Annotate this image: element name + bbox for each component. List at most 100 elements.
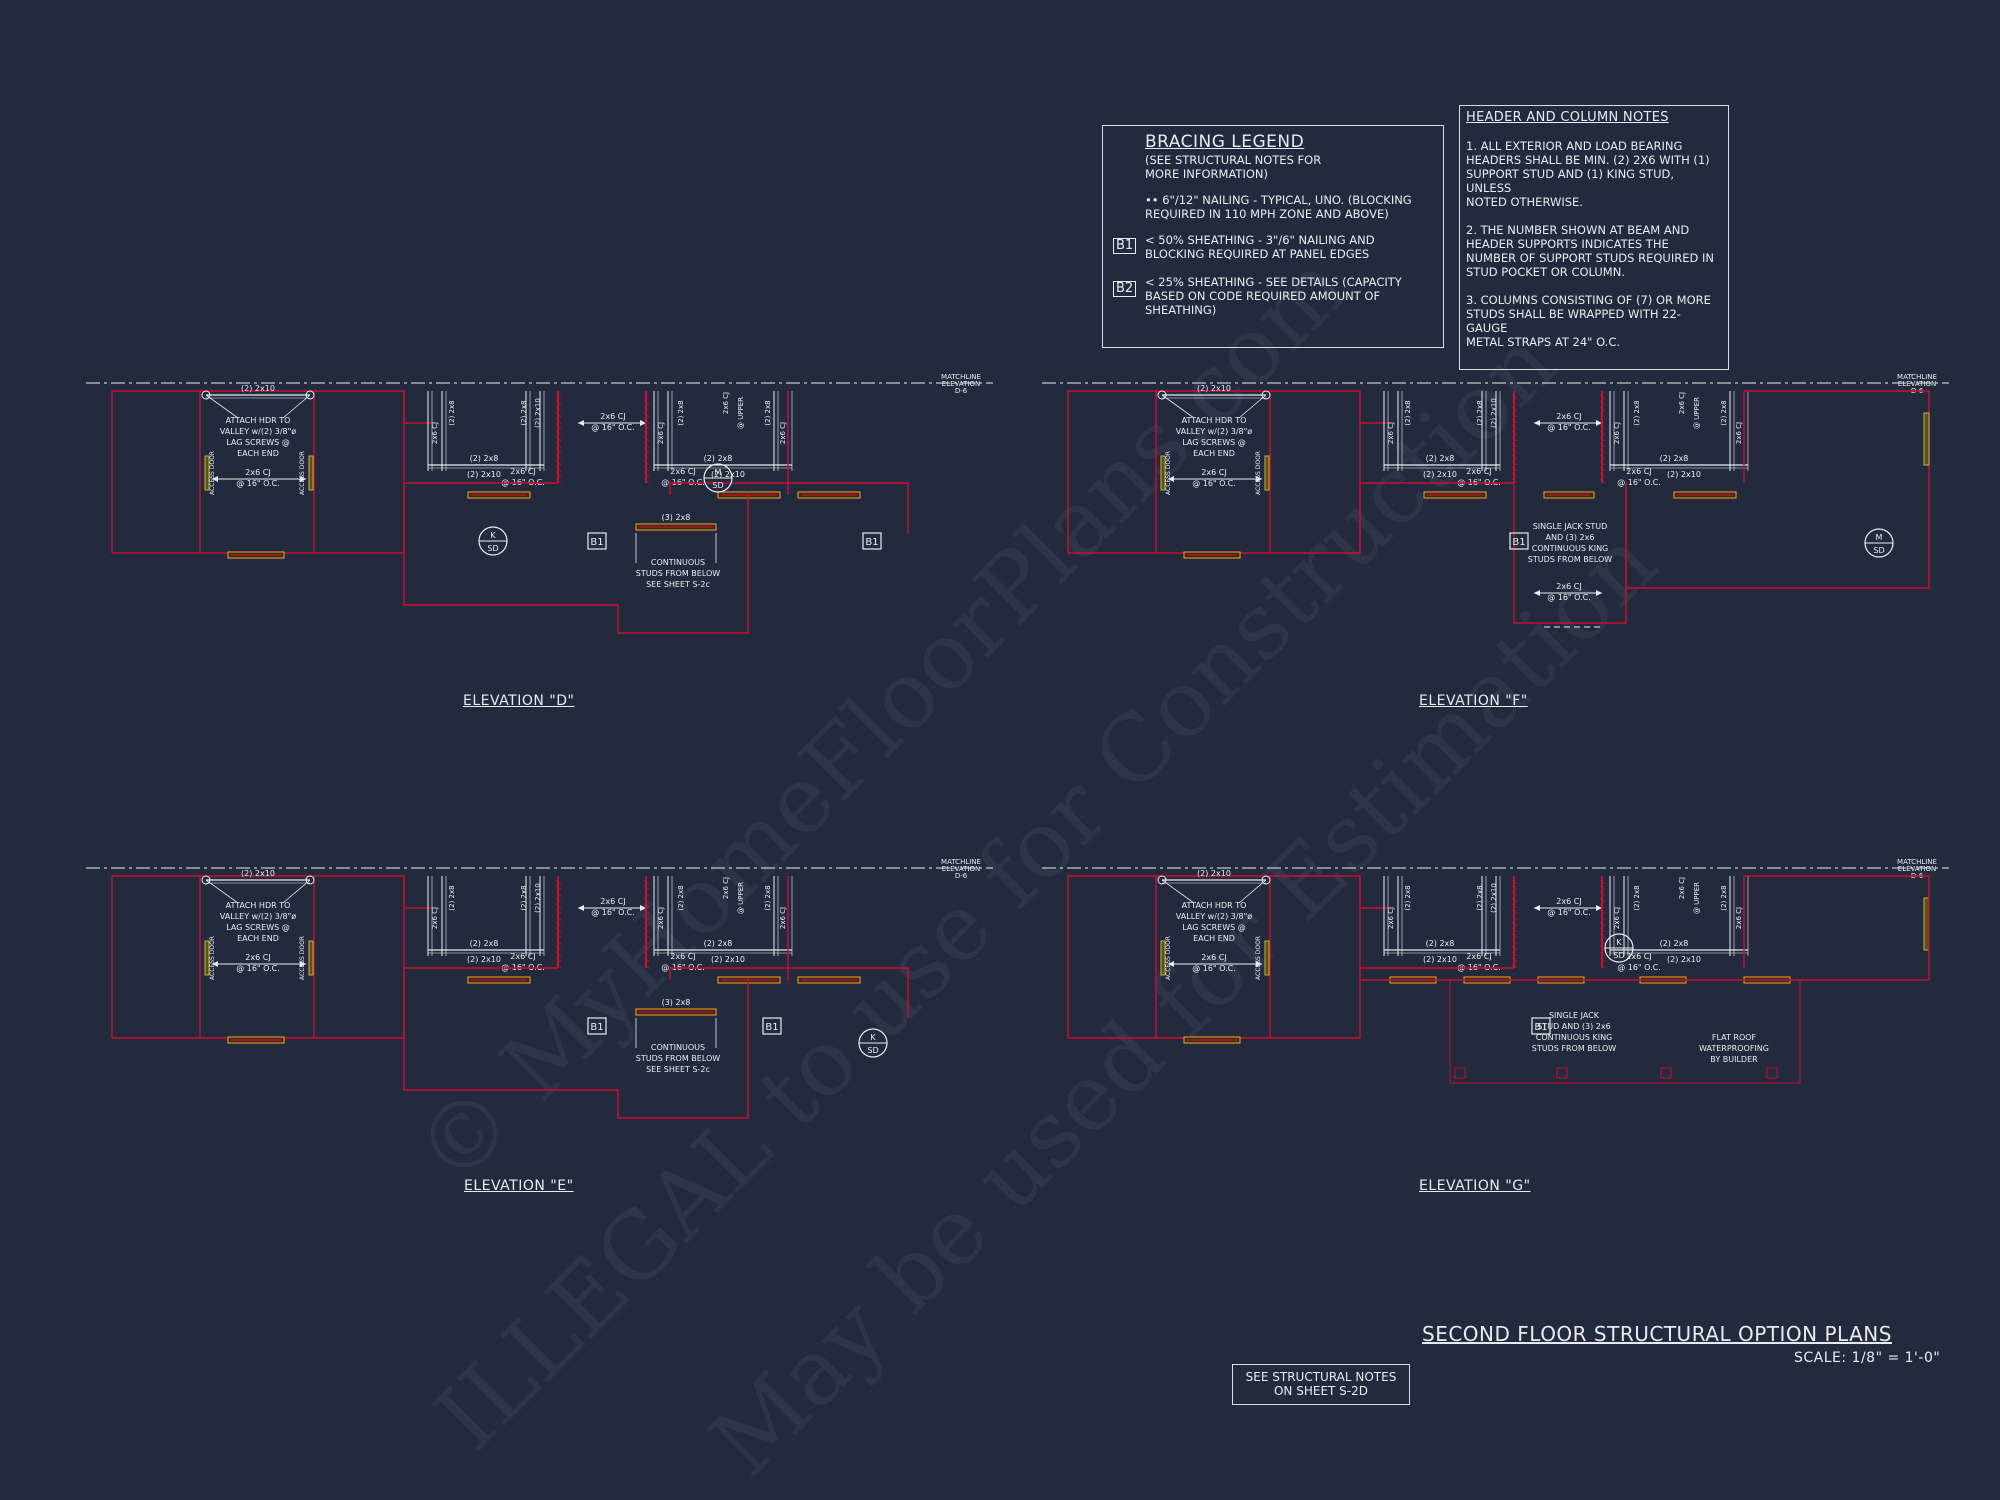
wall-hatch — [1511, 927, 1518, 933]
wall-hatch — [643, 394, 650, 400]
valley-header-label: (2) 2x10 — [1197, 869, 1231, 878]
access-door-right-label: ACCESS DOOR — [299, 451, 306, 495]
matchline-label-line-1: MATCHLINE — [941, 858, 981, 866]
attach-note-line-1: ATTACH HDR TO — [226, 416, 291, 425]
section-tag-top: K — [870, 1033, 876, 1042]
access-door-right-label: ACCESS DOOR — [1255, 936, 1262, 980]
header-2x8-vertical: (2) 2x8 — [1720, 885, 1728, 910]
access-door-left — [1160, 940, 1166, 976]
matchline-label-line-3: D-6 — [955, 387, 968, 395]
wall-hatch — [555, 891, 562, 897]
access-door-left-label: ACCESS DOOR — [209, 936, 216, 980]
wall-hatch — [1511, 939, 1518, 945]
header-2x8-label: (2) 2x8 — [1660, 454, 1689, 463]
wall-hatch — [1599, 418, 1606, 424]
arrow-head-right — [1256, 476, 1262, 482]
right-extension — [1744, 390, 1930, 423]
flat-roof-note-line-1: FLAT ROOF — [1712, 1033, 1757, 1042]
wall-hatch — [1599, 885, 1606, 891]
b1-bracing-tag — [587, 1017, 607, 1035]
hc-note1-line1: 1. ALL EXTERIOR AND LOAD BEARING — [1466, 139, 1683, 153]
header-2x8-vertical: (2) 2x8 — [1476, 400, 1484, 425]
header-2x8-label: (2) 2x8 — [704, 939, 733, 948]
continuous-studs-note-line-1: CONTINUOUS — [651, 1043, 705, 1052]
hc-note1-line4: NOTED OTHERWISE. — [1466, 195, 1583, 209]
header-2x8-label: (2) 2x8 — [470, 454, 499, 463]
access-door-right — [1264, 455, 1270, 491]
valley-post-left — [201, 875, 211, 885]
arrow-head-right — [1596, 590, 1602, 596]
hc-note2-line2: HEADER SUPPORTS INDICATES THE — [1466, 237, 1669, 251]
cj-note-left-line-2: @ 16" O.C. — [236, 964, 280, 973]
wall-hatch — [643, 478, 650, 484]
wall-hatch — [643, 879, 650, 885]
upper-tray-label: @ UPPER — [737, 882, 745, 914]
wall-hatch — [1511, 915, 1518, 921]
access-door-left-label: ACCESS DOOR — [1165, 936, 1172, 980]
lower-wall-right — [669, 967, 789, 980]
sheet-scale: SCALE: 1/8" = 1'-0" — [1794, 1350, 1941, 1366]
cj-vertical-label: 2x6 CJ — [1735, 422, 1743, 444]
single-jack-note-line-2: STUD AND (3) 2x6 — [1537, 1022, 1610, 1031]
right-lower-wall — [788, 482, 909, 533]
header-2x8-vertical: (2) 2x8 — [764, 400, 772, 425]
cj-note-small: @ 16" O.C. — [1617, 963, 1661, 972]
arrow-head-right — [1596, 420, 1602, 426]
wall-hatch — [1511, 921, 1518, 927]
header-2x8-label: (2) 2x8 — [1660, 939, 1689, 948]
wall-hatch — [1599, 939, 1606, 945]
cj-note-center-line-1: 2x6 CJ — [600, 412, 625, 421]
wall-hatch — [555, 442, 562, 448]
upper-tray-label: 2x6 CJ — [722, 392, 730, 414]
cj-vertical-label: 2x6 CJ — [431, 422, 439, 444]
flat-roof-outline — [1449, 980, 1801, 1084]
cj-vertical-label: 2x6 CJ — [1387, 422, 1395, 444]
bracing-legend-b2-line2: BASED ON CODE REQUIRED AMOUNT OF — [1145, 289, 1381, 303]
header-2x10-vertical: (2) 2x10 — [534, 883, 542, 913]
wall-hatch — [643, 436, 650, 442]
section-tag-bottom: SD — [1613, 951, 1624, 960]
wall-hatch — [643, 448, 650, 454]
wall-hatch — [643, 957, 650, 963]
header-2x10-vertical: (2) 2x10 — [1490, 883, 1498, 913]
wall-hatch — [1511, 412, 1518, 418]
right-lower-wall — [1625, 423, 1930, 589]
wall-hatch — [555, 412, 562, 418]
wall-hatch — [555, 963, 562, 969]
wall-hatch — [1599, 921, 1606, 927]
attach-note-line-3: LAG SCREWS @ — [226, 438, 290, 447]
wall-hatch — [1511, 897, 1518, 903]
arrow-head-left — [1534, 420, 1540, 426]
arrow-head-left — [1168, 476, 1174, 482]
continuous-studs-note-line-3: SEE SHEET S-2c — [646, 1065, 710, 1074]
continuous-studs-note-line-1: CONTINUOUS — [651, 558, 705, 567]
section-tag-bottom: SD — [1873, 546, 1884, 555]
attach-leader-left — [1161, 879, 1195, 904]
wall-hatch — [1511, 400, 1518, 406]
access-door-right — [308, 455, 314, 491]
arrow-head-left — [212, 476, 218, 482]
wall-hatch — [555, 418, 562, 424]
see-structural-notes: SEE STRUCTURAL NOTES ON SHEET S-2d — [1232, 1364, 1410, 1405]
wall-hatch — [643, 891, 650, 897]
section-tag-bottom: SD — [487, 544, 498, 553]
single-jack-note-line-1: SINGLE JACK STUD — [1533, 522, 1608, 531]
matchline-label-line-2: ELEVATION — [942, 380, 980, 388]
elevation-g-label: ELEVATION "G" — [1419, 1178, 1531, 1194]
cj-vertical-label: 2x6 CJ — [657, 422, 665, 444]
wall-hatch — [555, 957, 562, 963]
wall-hatch — [555, 454, 562, 460]
hc-note2-line1: 2. THE NUMBER SHOWN AT BEAM AND — [1466, 223, 1690, 237]
valley-header-label: (2) 2x10 — [241, 869, 275, 878]
wall-hatch — [555, 400, 562, 406]
bracing-legend-title: BRACING LEGEND — [1145, 132, 1305, 152]
header-2x10-label: (2) 2x10 — [711, 470, 745, 479]
cj-note-small: 2x6 CJ — [1466, 467, 1491, 476]
section-tag-top: K — [490, 531, 496, 540]
header-2x8-vertical: (2) 2x8 — [1404, 885, 1412, 910]
hc-note3-line1: 3. COLUMNS CONSISTING OF (7) OR MORE — [1466, 293, 1711, 307]
wall-hatch — [1599, 448, 1606, 454]
wall-hatch — [555, 394, 562, 400]
